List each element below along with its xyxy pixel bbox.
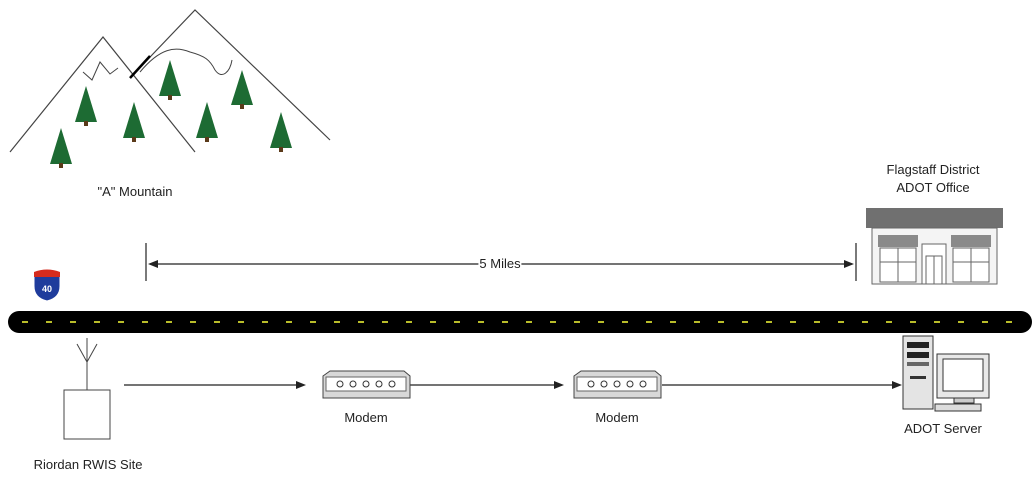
modem-icon — [322, 370, 411, 399]
pine-tree — [270, 112, 292, 152]
svg-text:40: 40 — [42, 284, 52, 294]
office-label-line2: ADOT Office — [896, 180, 970, 195]
computer-icon — [902, 335, 990, 412]
antenna-icon — [63, 338, 111, 440]
signal-arrows — [124, 381, 902, 389]
pine-tree — [50, 128, 72, 168]
interstate-road — [8, 311, 1032, 333]
pine-tree — [75, 86, 97, 126]
pine-tree — [159, 60, 181, 100]
mountain-label: "A" Mountain — [97, 184, 173, 199]
building-icon — [866, 208, 1003, 285]
mountain-range — [9, 9, 331, 153]
office-label-line1: Flagstaff District — [886, 162, 980, 177]
modem-icon — [573, 370, 662, 399]
distance-label: 5 Miles — [478, 256, 522, 271]
interstate-shield: 40 — [33, 269, 61, 302]
modem-label-1: Modem — [344, 410, 388, 425]
modem-label-2: Modem — [595, 410, 639, 425]
site-label: Riordan RWIS Site — [33, 457, 143, 472]
server-label: ADOT Server — [904, 421, 982, 436]
pine-trees — [50, 60, 292, 168]
pine-tree — [196, 102, 218, 142]
pine-tree — [123, 102, 145, 142]
pine-tree — [231, 70, 253, 109]
